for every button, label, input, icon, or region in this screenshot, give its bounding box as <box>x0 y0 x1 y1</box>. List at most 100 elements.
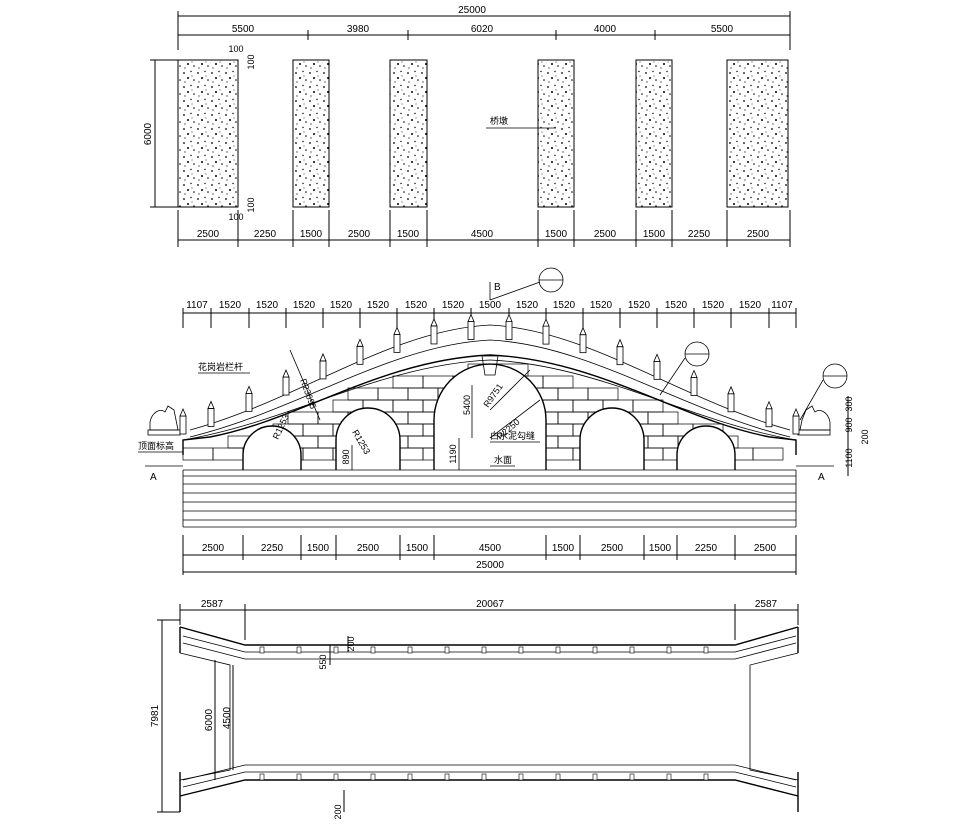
deck-post-bottom <box>333 773 339 781</box>
railing-post-15 <box>727 393 735 413</box>
pier-1 <box>177 59 239 208</box>
elev-top-dim-12: 1520 <box>590 300 613 311</box>
deck-post-top <box>296 646 302 654</box>
plan-upper-dim-5: 5500 <box>711 24 734 35</box>
keystone <box>481 355 499 376</box>
railing-post-7 <box>430 325 438 345</box>
deck-width-outer: 6000 <box>204 708 215 731</box>
railing-post-cap-4 <box>319 352 327 362</box>
elev-bottom-dim-4: 2500 <box>357 543 380 554</box>
elev-bottom-dim-8: 2500 <box>601 543 624 554</box>
elev-top-dim-4: 1520 <box>293 300 316 311</box>
arch-1 <box>242 425 302 470</box>
railing-post-8 <box>467 321 475 340</box>
deck-dim-550: 550 <box>318 654 328 669</box>
deck-post-top <box>629 646 635 654</box>
railing-post-11 <box>579 334 587 354</box>
deck-post-top <box>333 646 339 654</box>
railing-post-cap-11 <box>579 326 587 336</box>
deck-post-top <box>407 646 413 654</box>
dim-890: 890 <box>341 449 351 464</box>
elev-top-dim-17: 1107 <box>771 300 793 311</box>
right-dim-4: 200 <box>860 429 870 444</box>
pier-6 <box>726 59 789 208</box>
elev-top-dim-11: 1520 <box>553 300 576 311</box>
pier-label: 桥墩 <box>490 115 508 126</box>
note-joint: 白水泥勾缝 <box>490 430 535 441</box>
deck-dim-left: 2587 <box>201 599 224 610</box>
brick <box>542 375 574 389</box>
plan-upper-dim-2: 3980 <box>347 24 370 35</box>
plan-lower-ticks <box>177 210 791 247</box>
plan-upper-dim-3: 6020 <box>471 24 494 35</box>
elev-bottom-dim-11: 2500 <box>754 543 777 554</box>
railing-post-4 <box>319 360 327 380</box>
deck-post-bottom <box>518 773 524 781</box>
elev-bottom-dim-10: 2250 <box>695 543 718 554</box>
elev-top-dim-6: 1520 <box>367 300 390 311</box>
deck-width-inner: 4500 <box>222 706 233 729</box>
elev-bottom-dim-7: 1500 <box>552 543 575 554</box>
brick <box>212 447 244 461</box>
plan-lower-dim-5: 1500 <box>397 229 420 240</box>
brick <box>392 375 424 389</box>
plan-height-dim: 6000 <box>143 122 154 145</box>
plan-lower-dim-10: 2250 <box>688 229 711 240</box>
elev-top-dim-15: 1520 <box>702 300 725 311</box>
elev-overall-dim: 25000 <box>476 560 504 571</box>
elev-bottom-dim-5: 1500 <box>406 543 429 554</box>
railing-post-cap-15 <box>727 385 735 395</box>
arch-5 <box>676 425 736 470</box>
railing-post-13 <box>653 360 661 380</box>
brick <box>377 387 409 401</box>
railing-post-12 <box>616 346 624 366</box>
railing-post-cap-14 <box>690 369 698 378</box>
plan-lower-dim-1: 2500 <box>197 229 220 240</box>
railing-post-cap-8 <box>467 313 475 322</box>
deck-post-bottom <box>592 773 598 781</box>
deck-dim-right: 2587 <box>755 599 778 610</box>
deck-post-top <box>444 646 450 654</box>
plan-offset-side-top: 100 <box>246 54 256 69</box>
elev-bottom-dim-6: 4500 <box>479 543 502 554</box>
elev-top-dim-1: 1107 <box>186 300 208 311</box>
note-railing: 花岗岩栏杆 <box>198 361 243 372</box>
water-lines <box>182 469 797 528</box>
elev-top-dim-9: 1500 <box>479 300 502 311</box>
brick <box>632 399 664 413</box>
railing-post-cap-7 <box>430 317 438 327</box>
railing-post-1 <box>207 408 215 427</box>
brick <box>587 387 619 401</box>
deck-post-top <box>481 646 487 654</box>
brick <box>407 387 439 401</box>
railing-post-5 <box>356 345 364 365</box>
dim-1190: 1190 <box>448 444 458 463</box>
plan-offset-side-bottom: 100 <box>246 197 256 212</box>
railing-post-cap-12 <box>616 338 624 348</box>
pier-plan: 25000 5500 3980 6020 4000 5500 6000 100 … <box>143 5 791 247</box>
elev-top-dim-2: 1520 <box>219 300 242 311</box>
deck-post-top <box>592 646 598 654</box>
railing-post-10 <box>542 325 550 345</box>
railing-post-cap-6 <box>393 326 401 335</box>
lion-statue-left <box>147 405 181 436</box>
elev-bottom-dim-2: 2250 <box>261 543 284 554</box>
deck-overall-height: 7981 <box>150 704 161 727</box>
brick <box>182 447 214 461</box>
railing-post-cap-1 <box>207 400 215 409</box>
brick <box>752 447 784 461</box>
railing-post-3 <box>282 376 290 396</box>
elev-top-dim-14: 1520 <box>665 300 688 311</box>
deck-post-bottom <box>555 773 561 781</box>
deck-dim-200-top: 200 <box>346 636 356 651</box>
elev-bottom-ticks <box>182 535 797 575</box>
deck-post-bottom <box>703 773 709 781</box>
elev-bottom-dim-3: 1500 <box>307 543 330 554</box>
brick <box>302 447 334 461</box>
deck-post-bottom <box>296 773 302 781</box>
railing-post-9 <box>505 321 513 341</box>
brick <box>392 399 424 413</box>
deck-post-bottom <box>481 773 487 781</box>
railing-post-cap-17 <box>792 407 800 417</box>
